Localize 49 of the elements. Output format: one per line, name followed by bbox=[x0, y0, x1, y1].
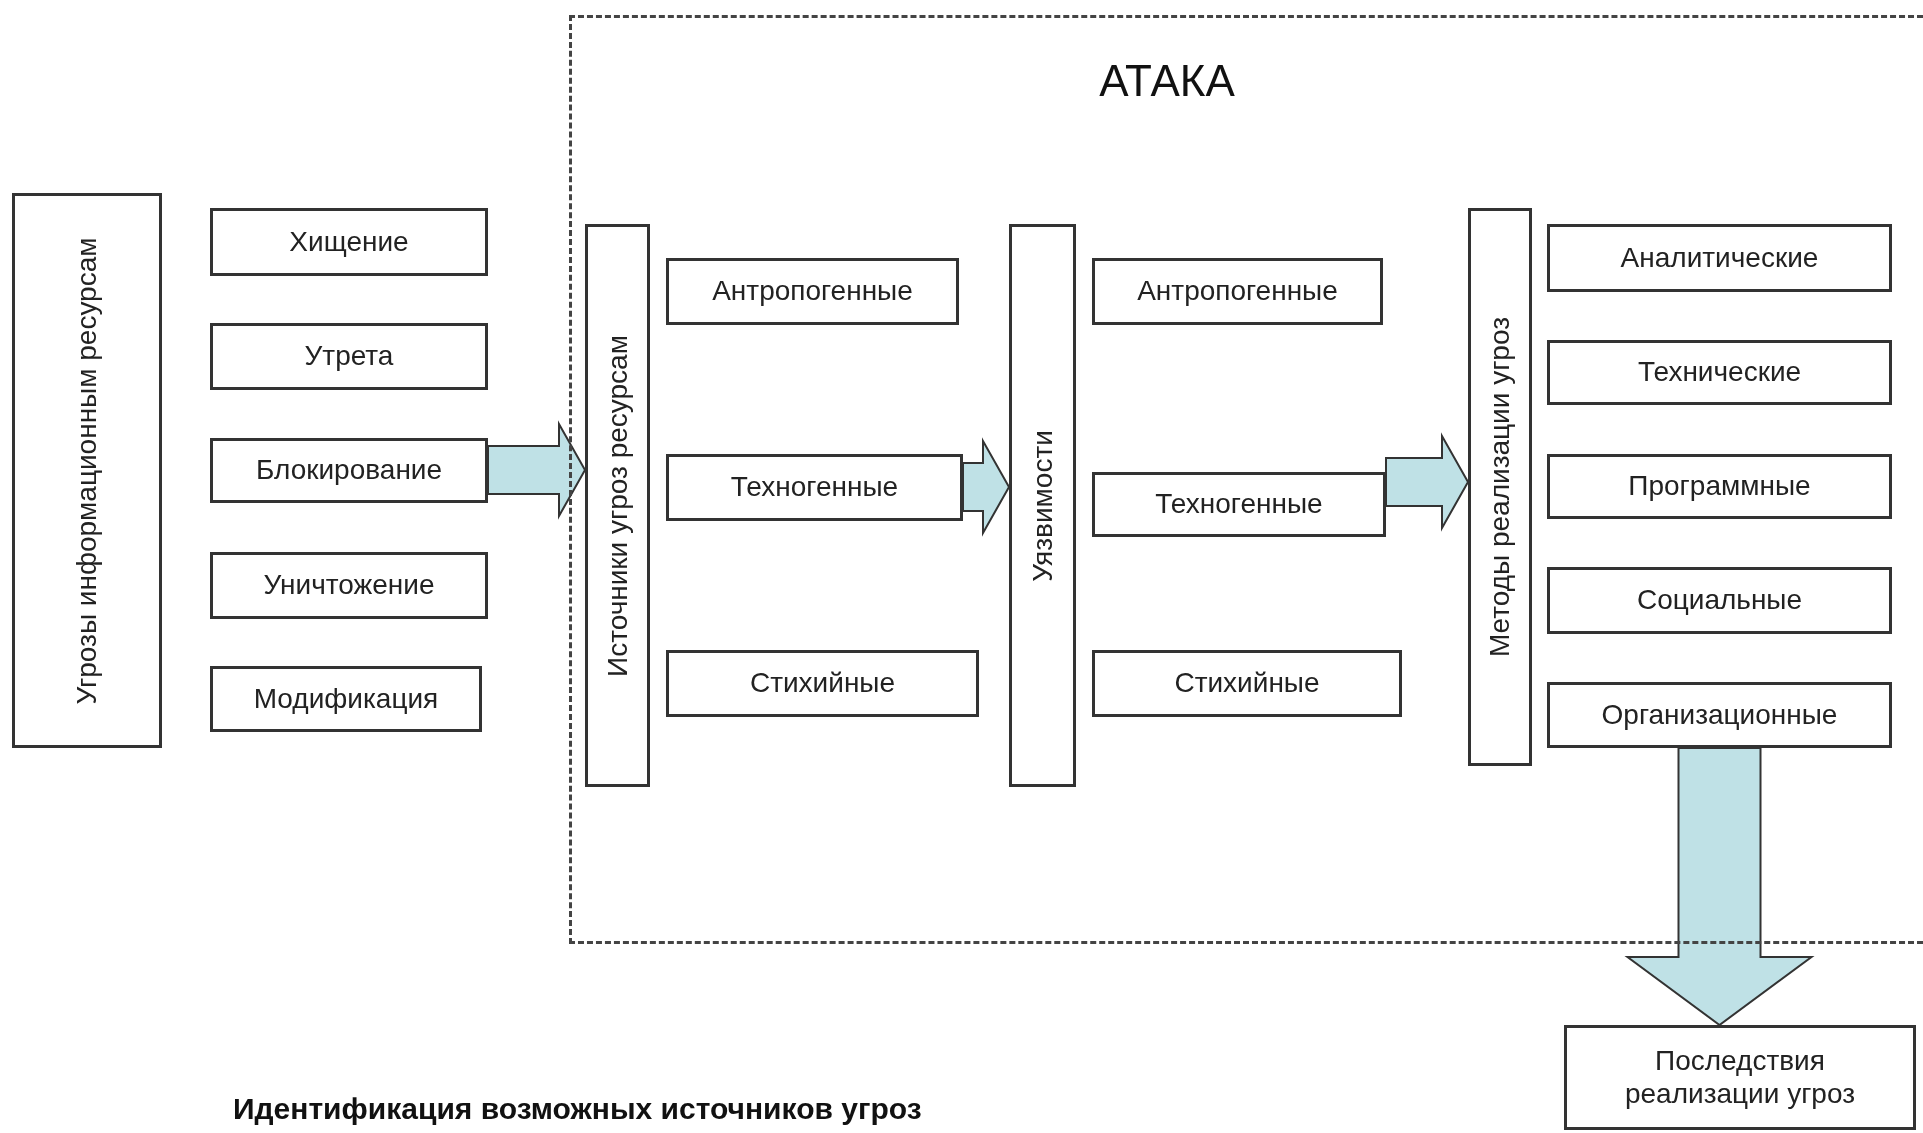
dashed-group-frame bbox=[569, 15, 1923, 944]
block-arrow bbox=[1624, 747, 1815, 1027]
block-arrow bbox=[962, 437, 1011, 537]
box-label: Программные bbox=[1627, 469, 1812, 504]
process-box bbox=[1547, 340, 1892, 405]
box-label: Техногенные bbox=[1154, 487, 1324, 522]
box-label: Последствия реализации угроз bbox=[1623, 1044, 1857, 1111]
process-box bbox=[210, 208, 488, 276]
process-box bbox=[1547, 454, 1892, 519]
box-label: Антропогенные bbox=[1136, 274, 1339, 309]
box-label: Техногенные bbox=[729, 470, 900, 505]
box-label: Социальные bbox=[1635, 583, 1804, 618]
box-label: Организационные bbox=[1600, 697, 1839, 732]
box-label: Стихийные bbox=[748, 666, 897, 701]
block-arrow bbox=[487, 420, 587, 520]
process-box bbox=[1092, 258, 1383, 325]
box-label: Уязвимости bbox=[1026, 428, 1059, 584]
process-box bbox=[666, 650, 979, 717]
process-box bbox=[666, 258, 959, 325]
caption: Идентификация возможных источников угроз bbox=[233, 1092, 922, 1126]
box-label: Источники угроз ресурсам bbox=[601, 333, 634, 679]
process-box bbox=[210, 323, 488, 390]
process-box bbox=[1547, 682, 1892, 748]
vertical-label-box bbox=[12, 193, 162, 748]
vertical-label-box bbox=[1468, 208, 1532, 766]
process-box bbox=[210, 666, 482, 732]
process-box bbox=[210, 438, 488, 503]
process-box bbox=[666, 454, 963, 521]
box-label: Методы реализации угроз bbox=[1483, 315, 1516, 660]
vertical-label-box bbox=[1009, 224, 1076, 787]
box-label: Утрета bbox=[303, 339, 395, 374]
process-box bbox=[210, 552, 488, 619]
block-arrow bbox=[1385, 432, 1470, 532]
process-box bbox=[1547, 567, 1892, 634]
box-label: Хищение bbox=[288, 224, 410, 259]
process-box bbox=[1547, 224, 1892, 292]
box-label: Блокирование bbox=[254, 453, 444, 488]
box-label: Антропогенные bbox=[711, 274, 914, 309]
box-label: Уничтожение bbox=[262, 568, 436, 603]
vertical-label-box bbox=[585, 224, 650, 787]
box-label: Модификация bbox=[252, 681, 440, 716]
box-label: Стихийные bbox=[1173, 666, 1321, 701]
box-label: Угрозы информационным ресурсам bbox=[70, 236, 103, 706]
process-box bbox=[1092, 472, 1386, 537]
process-box bbox=[1564, 1025, 1916, 1130]
box-label: Технические bbox=[1636, 355, 1803, 390]
process-box bbox=[1092, 650, 1402, 717]
box-label: Аналитические bbox=[1619, 240, 1820, 275]
group-heading: АТАКА bbox=[1098, 56, 1236, 106]
